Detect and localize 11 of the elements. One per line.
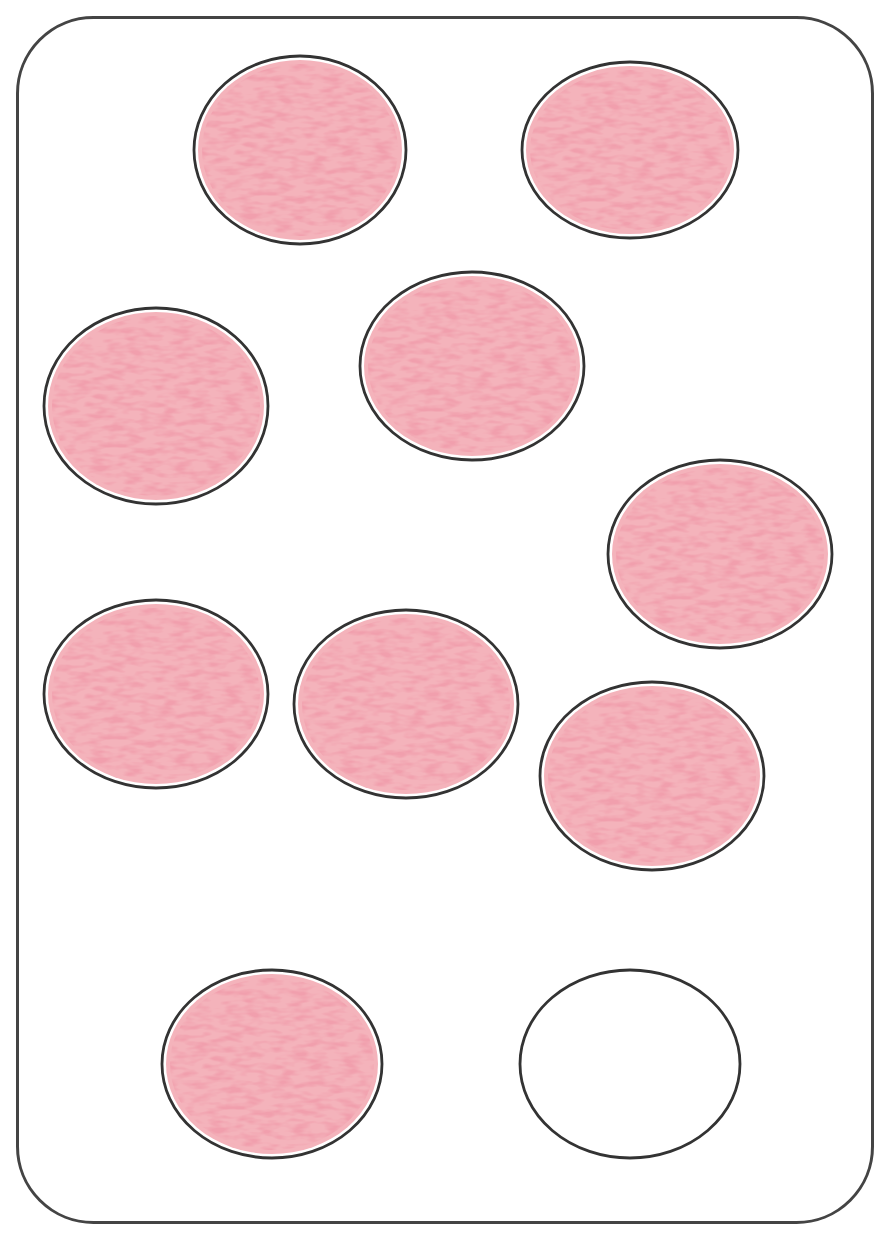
shaded-circle [292, 608, 520, 800]
shaded-circle [606, 458, 834, 650]
shaded-circle [520, 60, 740, 240]
empty-circle [518, 968, 742, 1160]
rounded-panel [16, 16, 874, 1224]
shaded-circle [358, 270, 586, 462]
shaded-circle [160, 968, 384, 1160]
shaded-circle [42, 598, 270, 790]
shaded-circle [192, 54, 408, 246]
shaded-circle [538, 680, 766, 872]
shaded-circle [42, 306, 270, 506]
